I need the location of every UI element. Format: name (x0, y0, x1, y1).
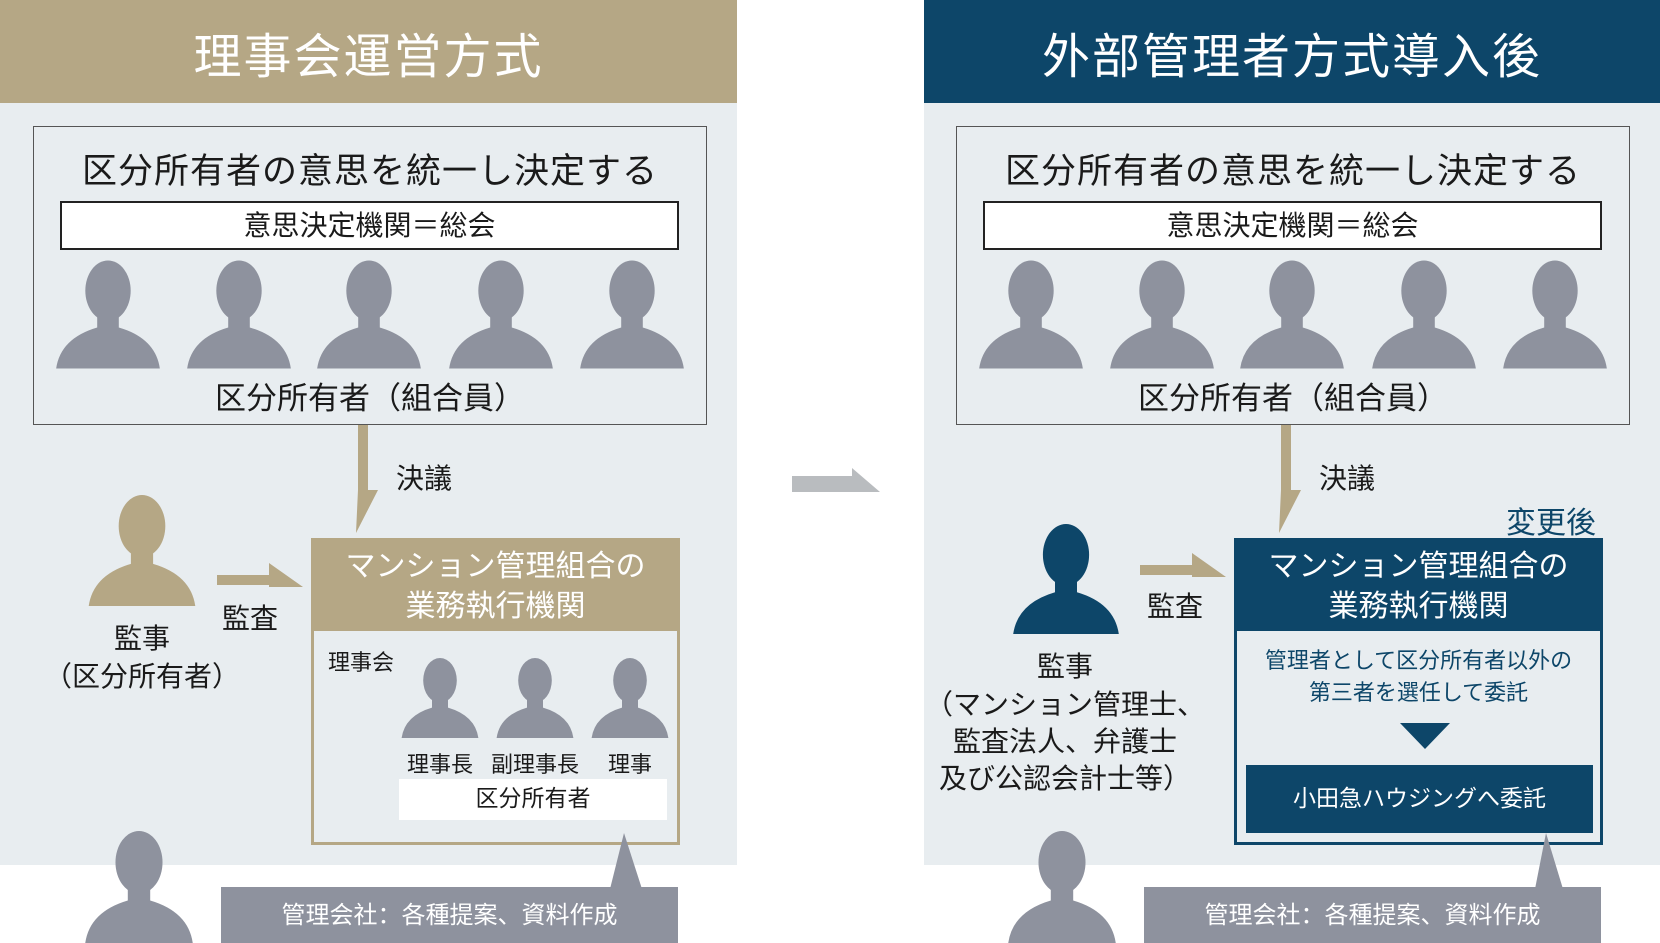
right-audit-label: 監査 (1147, 590, 1204, 623)
right-header: 外部管理者方式導入後 (924, 0, 1660, 103)
right-decision-body: 意思決定機関＝総会 (983, 201, 1602, 250)
person-icon (578, 260, 686, 369)
owners-box: 区分所有者 (399, 779, 667, 820)
right-auditor-line: （マンション管理士、 (924, 688, 1205, 721)
left-general-meeting-box: 区分所有者の意思を統一し決定する 意思決定機関＝総会 区分所有者（組合員） (33, 126, 707, 425)
right-mgmt-company-bar: 管理会社：各種提案、資料作成 (1144, 887, 1601, 943)
person-icon (590, 658, 670, 738)
right-arrow-icon (217, 563, 303, 587)
left-top-title: 区分所有者の意思を統一し決定する (81, 152, 658, 192)
right-general-meeting-box: 区分所有者の意思を統一し決定する 意思決定機関＝総会 区分所有者（組合員） (956, 126, 1630, 425)
person-icon (495, 658, 575, 738)
left-owners-label: 区分所有者（組合員） (215, 381, 525, 417)
mgmt-company-person-icon (83, 831, 195, 943)
changed-label: 変更後 (1506, 506, 1596, 541)
right-exec-header: マンション管理組合の 業務執行機関 (1237, 541, 1600, 631)
entrust-box: 小田急ハウジングへ委託 (1246, 765, 1593, 833)
exec-title-line: マンション管理組合の (345, 549, 646, 584)
person-icon (1501, 260, 1609, 369)
person-icon (185, 260, 293, 369)
person-icon (315, 260, 423, 369)
person-icon (447, 260, 555, 369)
right-auditor-line: 及び公認会計士等） (938, 762, 1191, 795)
board-label: 理事会 (328, 651, 395, 676)
right-auditor-line: 監査法人、弁護士 (952, 725, 1177, 758)
callout-pointer (1535, 833, 1563, 889)
person-icon (54, 260, 162, 369)
mgmt-company-person-icon (1006, 831, 1118, 943)
left-header: 理事会運営方式 (0, 0, 737, 103)
callout-pointer (610, 833, 642, 889)
exec-title-line: 業務執行機関 (1328, 589, 1509, 624)
right-arrow-icon (1140, 553, 1226, 577)
external-manager-desc: 管理者として区分所有者以外の (1264, 649, 1573, 674)
exec-title-line: マンション管理組合の (1268, 549, 1569, 584)
left-resolution-label: 決議 (396, 462, 453, 495)
exec-title-line: 業務執行機関 (405, 589, 586, 624)
person-icon (1238, 260, 1346, 369)
external-manager-desc: 第三者を選任して委託 (1308, 681, 1529, 706)
transition-arrow-icon (792, 468, 880, 492)
person-icon (400, 658, 480, 738)
left-exec-body-box: マンション管理組合の 業務執行機関 理事会 理事長 副理事長 理事 区分所有者 (311, 538, 680, 845)
left-audit-label: 監査 (222, 602, 279, 635)
right-resolution-label: 決議 (1319, 462, 1376, 495)
left-auditor-title: 監事 (113, 622, 170, 655)
right-title: 外部管理者方式導入後 (1041, 28, 1542, 85)
role-chairman: 理事長 (406, 753, 473, 778)
person-icon (977, 260, 1085, 369)
auditor-person-icon (1010, 524, 1122, 634)
auditor-person-icon (86, 495, 198, 606)
left-title: 理事会運営方式 (193, 28, 544, 85)
right-exec-body-box: マンション管理組合の 業務執行機関 管理者として区分所有者以外の 第三者を選任し… (1234, 538, 1603, 845)
down-arrow-icon (356, 425, 378, 533)
left-auditor-sub: （区分所有者） (43, 660, 240, 693)
right-owners-label: 区分所有者（組合員） (1138, 381, 1448, 417)
role-director: 理事 (607, 753, 652, 778)
left-exec-header: マンション管理組合の 業務執行機関 (314, 541, 677, 631)
person-icon (1370, 260, 1478, 369)
down-arrow-icon (1279, 425, 1301, 533)
right-auditor-title: 監事 (1036, 650, 1093, 683)
left-mgmt-company-bar: 管理会社：各種提案、資料作成 (221, 887, 678, 943)
right-top-title: 区分所有者の意思を統一し決定する (1004, 152, 1581, 192)
role-vice-chairman: 副理事長 (490, 753, 579, 778)
person-icon (1108, 260, 1216, 369)
left-decision-body: 意思決定機関＝総会 (60, 201, 679, 250)
down-triangle-icon (1400, 723, 1450, 749)
